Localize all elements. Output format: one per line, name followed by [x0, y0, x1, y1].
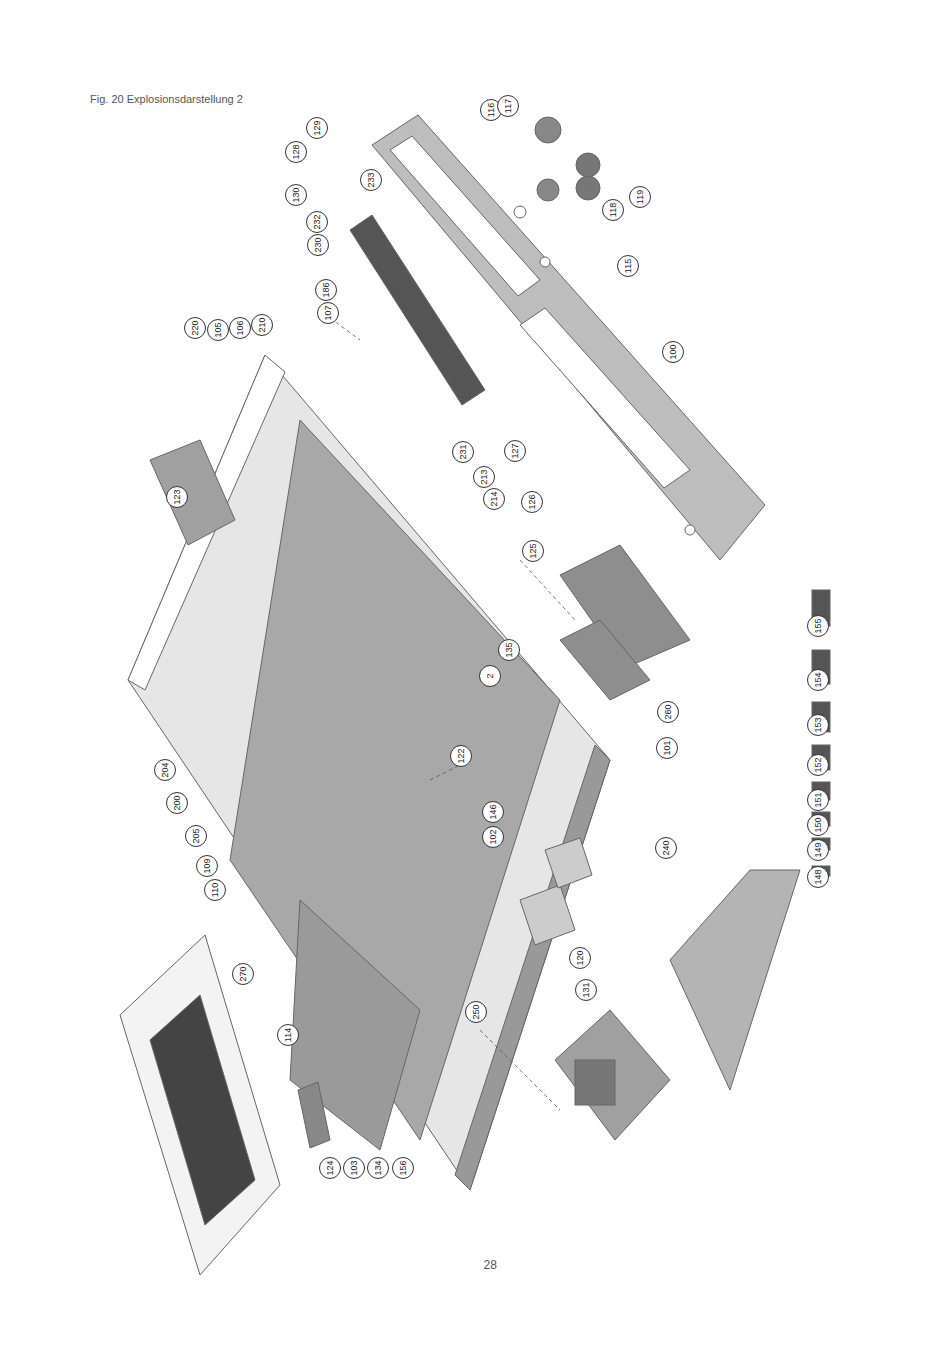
callout-number: 220 — [184, 317, 206, 339]
callout-number: 200 — [166, 792, 188, 814]
callout-number: 205 — [185, 825, 207, 847]
callout-number: 109 — [196, 855, 218, 877]
callout-number: 126 — [521, 491, 543, 513]
callout-number: 110 — [204, 879, 226, 901]
callout-number: 118 — [602, 199, 624, 221]
callout-number: 134 — [367, 1157, 389, 1179]
callout-number: 148 — [807, 866, 829, 888]
callout-number: 107 — [317, 302, 339, 324]
callout-number: 124 — [319, 1157, 341, 1179]
page-number: 28 — [484, 1258, 497, 1272]
callout-number: 103 — [343, 1157, 365, 1179]
callout-number: 119 — [629, 186, 651, 208]
callout-number: 152 — [807, 754, 829, 776]
callout-number: 230 — [307, 234, 329, 256]
display-board — [350, 215, 485, 405]
callout-number: 213 — [473, 466, 495, 488]
callout-number: 125 — [522, 540, 544, 562]
panel-window — [390, 136, 540, 296]
callout-number: 100 — [662, 341, 684, 363]
callout-number: 250 — [465, 1001, 487, 1023]
callout-number: 129 — [306, 117, 328, 139]
callout-number: 102 — [482, 826, 504, 848]
callout-number: 114 — [277, 1024, 299, 1046]
callout-number: 240 — [655, 837, 677, 859]
callout-number: 231 — [452, 441, 474, 463]
callout-number: 146 — [482, 801, 504, 823]
callout-number: 127 — [504, 440, 526, 462]
callout-number: 233 — [360, 169, 382, 191]
callout-number: 117 — [497, 95, 519, 117]
callout-number: 2 — [479, 665, 501, 687]
figure-title: Fig. 20 Explosionsdarstellung 2 — [90, 93, 243, 105]
callout-number: 130 — [285, 184, 307, 206]
callout-number: 210 — [251, 314, 273, 336]
callout-number: 105 — [207, 319, 229, 341]
callout-number: 106 — [229, 317, 251, 339]
callout-number: 120 — [569, 947, 591, 969]
callout-number: 123 — [166, 486, 188, 508]
callout-number: 204 — [154, 759, 176, 781]
callout-number: 156 — [392, 1157, 414, 1179]
callout-number: 151 — [807, 789, 829, 811]
callout-number: 149 — [807, 839, 829, 861]
callout-number: 131 — [575, 979, 597, 1001]
callout-number: 214 — [483, 488, 505, 510]
callout-number: 101 — [656, 737, 678, 759]
callout-number: 186 — [315, 279, 337, 301]
panel-window — [520, 308, 690, 488]
callout-number: 150 — [807, 814, 829, 836]
callout-number: 270 — [232, 963, 254, 985]
callout-number: 135 — [498, 639, 520, 661]
callout-number: 155 — [807, 615, 829, 637]
callout-number: 153 — [807, 714, 829, 736]
callout-number: 260 — [657, 701, 679, 723]
callout-number: 232 — [306, 211, 328, 233]
callout-number: 128 — [285, 141, 307, 163]
callout-number: 115 — [617, 255, 639, 277]
callout-number: 122 — [450, 745, 472, 767]
callout-number: 154 — [807, 669, 829, 691]
